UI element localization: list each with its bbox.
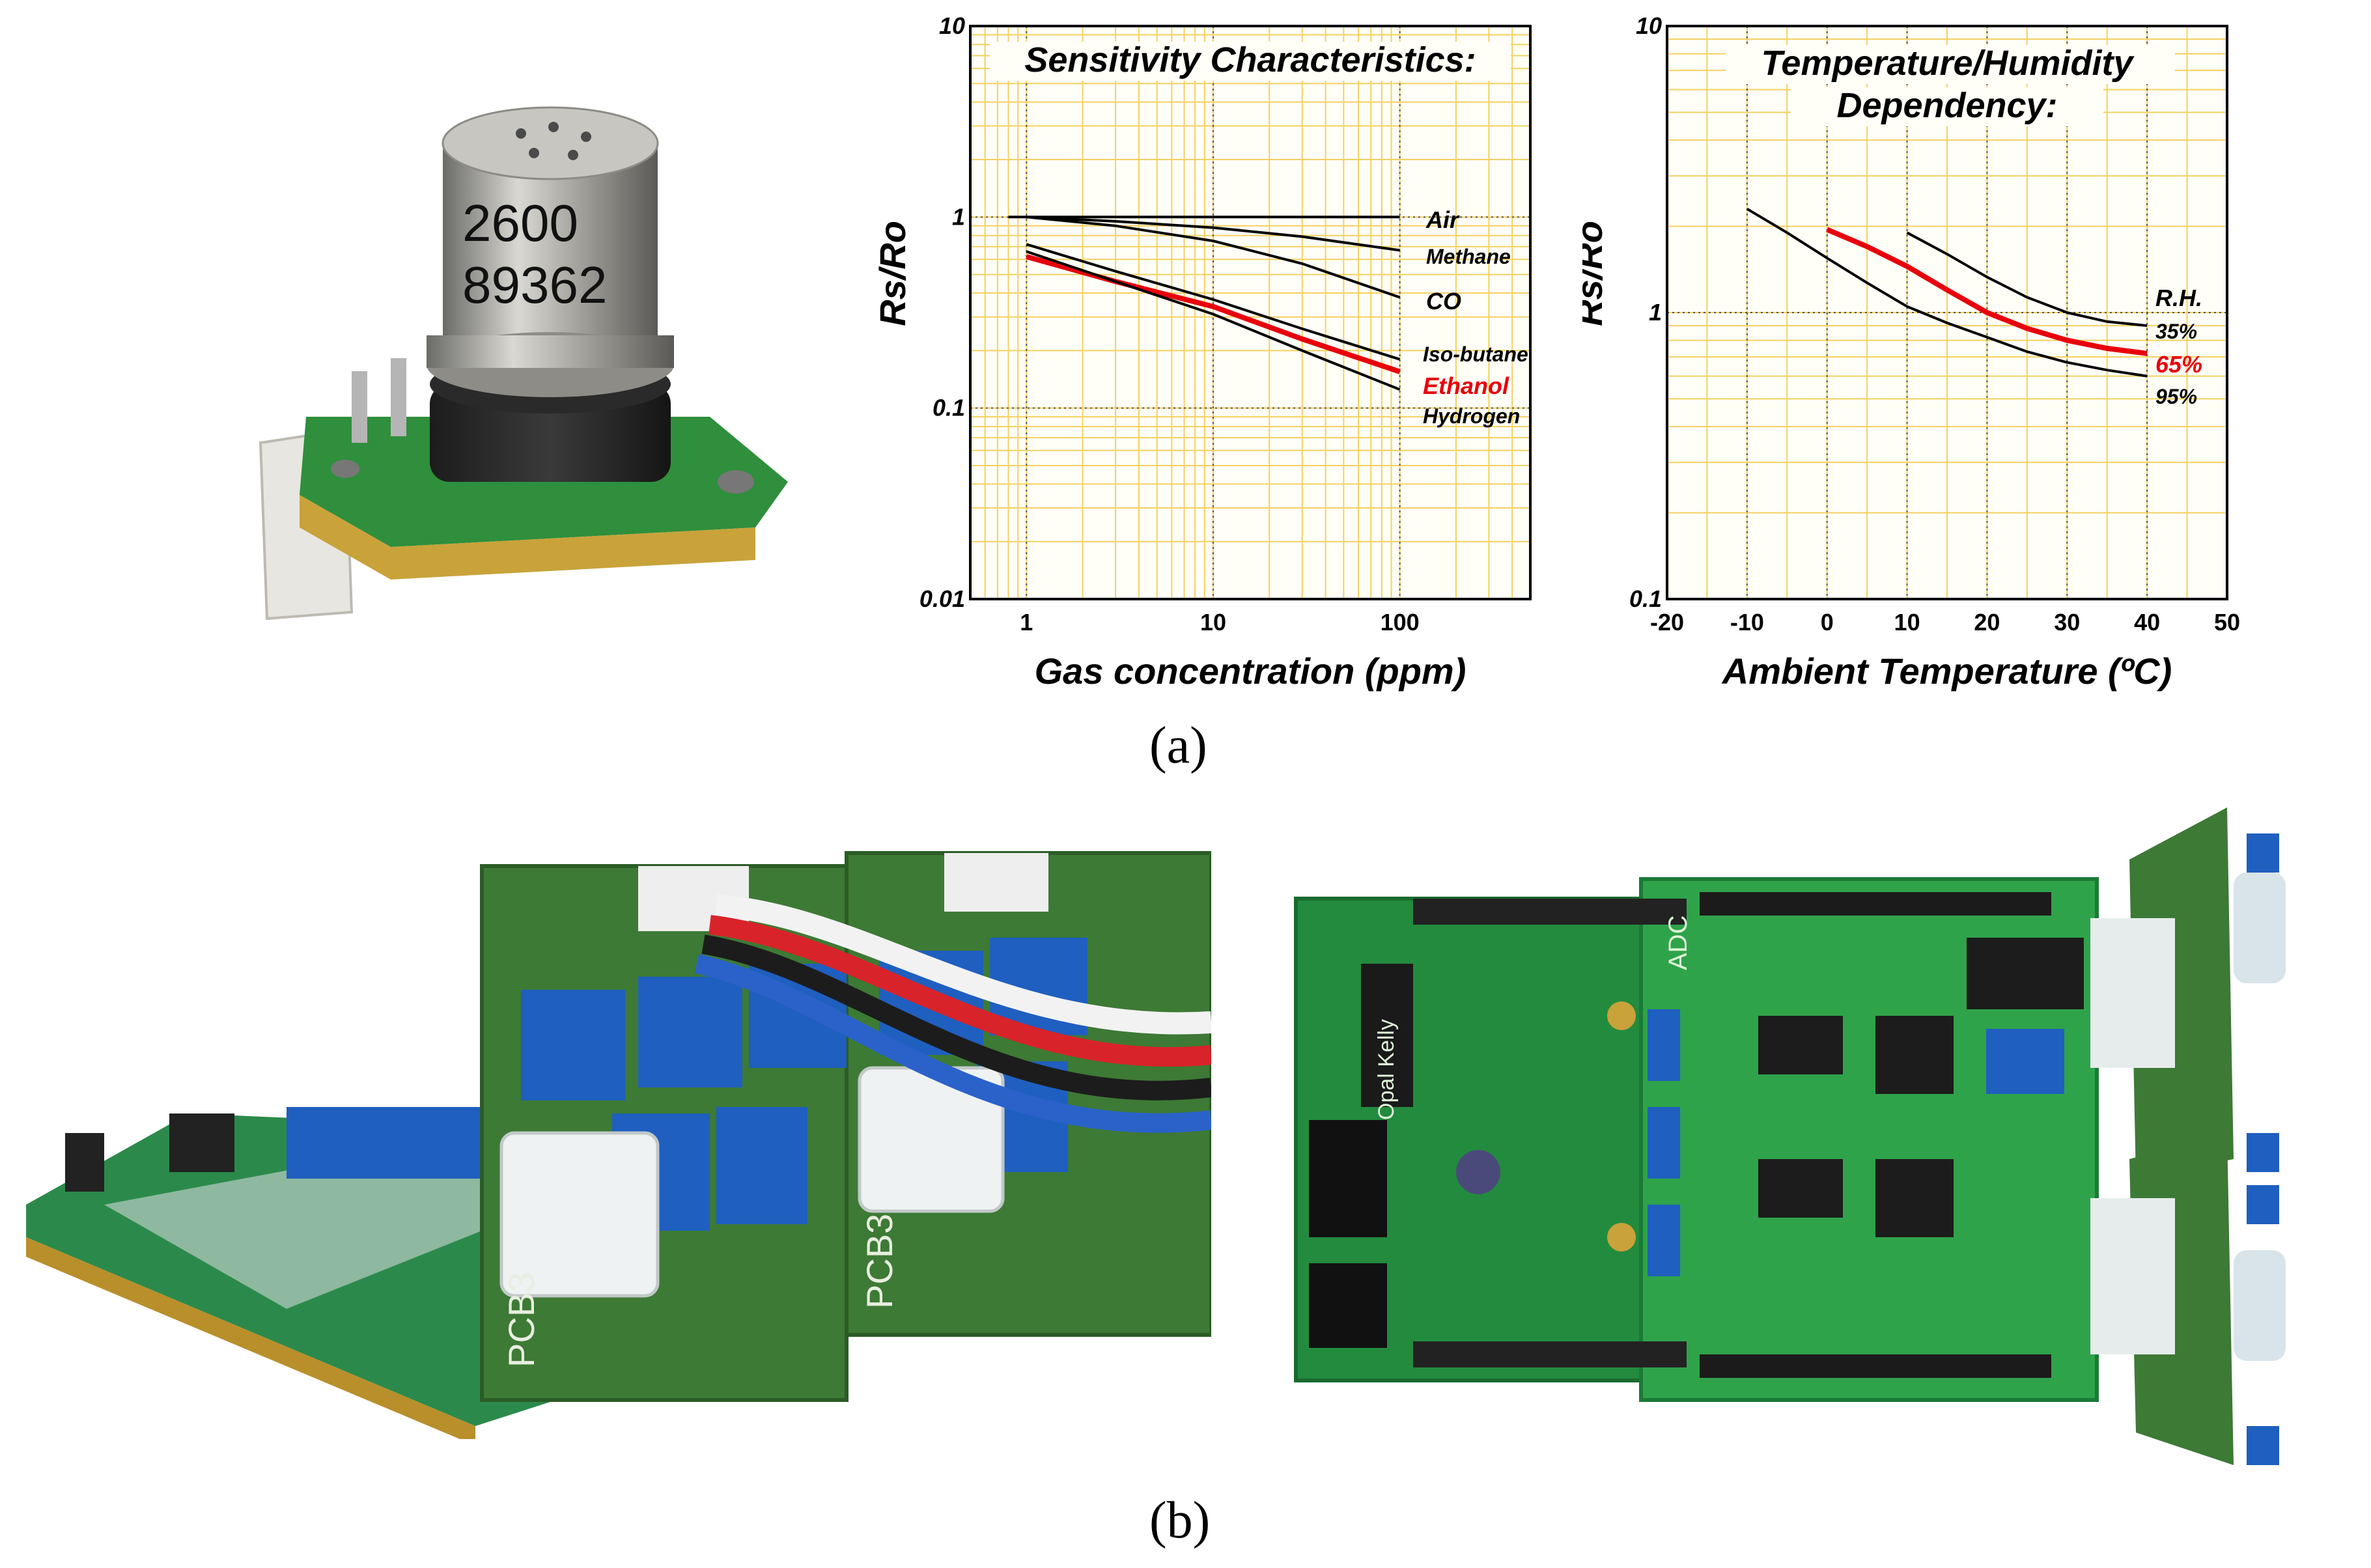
adc-label: ADC — [1664, 916, 1692, 970]
chart-title: Sensitivity Characteristics: — [1024, 40, 1476, 79]
series-line-hydrogen — [1026, 250, 1401, 391]
x-axis-label: Gas concentration (ppm) — [1035, 651, 1466, 692]
x-tick-label: 1 — [1020, 609, 1033, 636]
series-label: Air — [1425, 206, 1460, 233]
sensor-board-stack-photo: PCB3 PCB3 — [26, 851, 1211, 1439]
x-tick-label: 10 — [1894, 609, 1920, 636]
series-label: Hydrogen — [1423, 404, 1520, 428]
x-tick-label: 30 — [2054, 609, 2080, 636]
y-tick-label: 0.1 — [933, 395, 965, 421]
x-tick-label: 10 — [1200, 609, 1226, 636]
pcb-label-left-2: PCB3 — [859, 1214, 900, 1309]
series-label: Ethanol — [1423, 372, 1509, 399]
gas-sensor-photo: 2600 89362 — [259, 106, 788, 621]
chart-title-bg — [1791, 87, 2103, 126]
series-label: 65% — [2155, 351, 2202, 378]
y-tick-label: 10 — [1636, 13, 1662, 39]
series-label: CO — [1426, 288, 1461, 315]
panel-label-b: (b) — [1149, 1492, 1211, 1549]
series-label: 35% — [2155, 320, 2197, 343]
x-tick-label: 20 — [1974, 609, 2000, 636]
series-line-65- — [1826, 227, 2148, 356]
x-tick-label: 0 — [1821, 609, 1834, 636]
series-line-ethanol — [1026, 254, 1401, 374]
chart-title: Dependency: — [1836, 86, 2057, 125]
x-tick-label: 100 — [1381, 609, 1420, 636]
legend-title: R.H. — [2155, 285, 2202, 311]
y-axis-label: Rs/Ro — [1582, 221, 1610, 326]
x-axis-label: Ambient Temperature (ºC) — [1721, 651, 2172, 692]
chart-title-bg — [1726, 45, 2175, 84]
x-tick-label: 40 — [2134, 609, 2160, 636]
sensor-label-line2: 89362 — [462, 256, 607, 314]
x-tick-label: 50 — [2214, 609, 2240, 636]
y-tick-label: 1 — [1649, 299, 1662, 326]
panel-label-a: (a) — [1149, 717, 1207, 774]
chart-title-bg — [990, 42, 1511, 81]
sensor-label-line1: 2600 — [462, 194, 578, 252]
x-tick-label: -10 — [1730, 609, 1764, 636]
plot-frame — [969, 25, 1532, 600]
y-tick-label: 10 — [939, 13, 965, 39]
y-tick-label: 0.01 — [919, 585, 965, 612]
series-line-35- — [1906, 231, 2148, 328]
adc-board-photo: ADC Opal Kelly — [1294, 807, 2286, 1465]
chart-title: Temperature/Humidity — [1761, 44, 2135, 83]
y-axis-label: Rs/Ro — [872, 221, 913, 326]
series-label: 95% — [2155, 385, 2197, 408]
series-line-methane — [1026, 216, 1400, 252]
series-line-iso-butane — [1026, 243, 1401, 361]
series-label: Iso-butane — [1423, 343, 1528, 366]
series-label: Methane — [1426, 245, 1511, 268]
x-tick-label: -20 — [1650, 609, 1684, 636]
series-line-co — [1026, 216, 1401, 299]
pcb-label-left-1: PCB3 — [501, 1272, 542, 1367]
y-tick-label: 1 — [952, 203, 965, 230]
series-line-95- — [1746, 208, 2148, 378]
y-tick-label: 0.1 — [1629, 585, 1662, 612]
plot-frame — [1666, 25, 2228, 600]
brand-label: Opal Kelly — [1374, 1019, 1399, 1120]
